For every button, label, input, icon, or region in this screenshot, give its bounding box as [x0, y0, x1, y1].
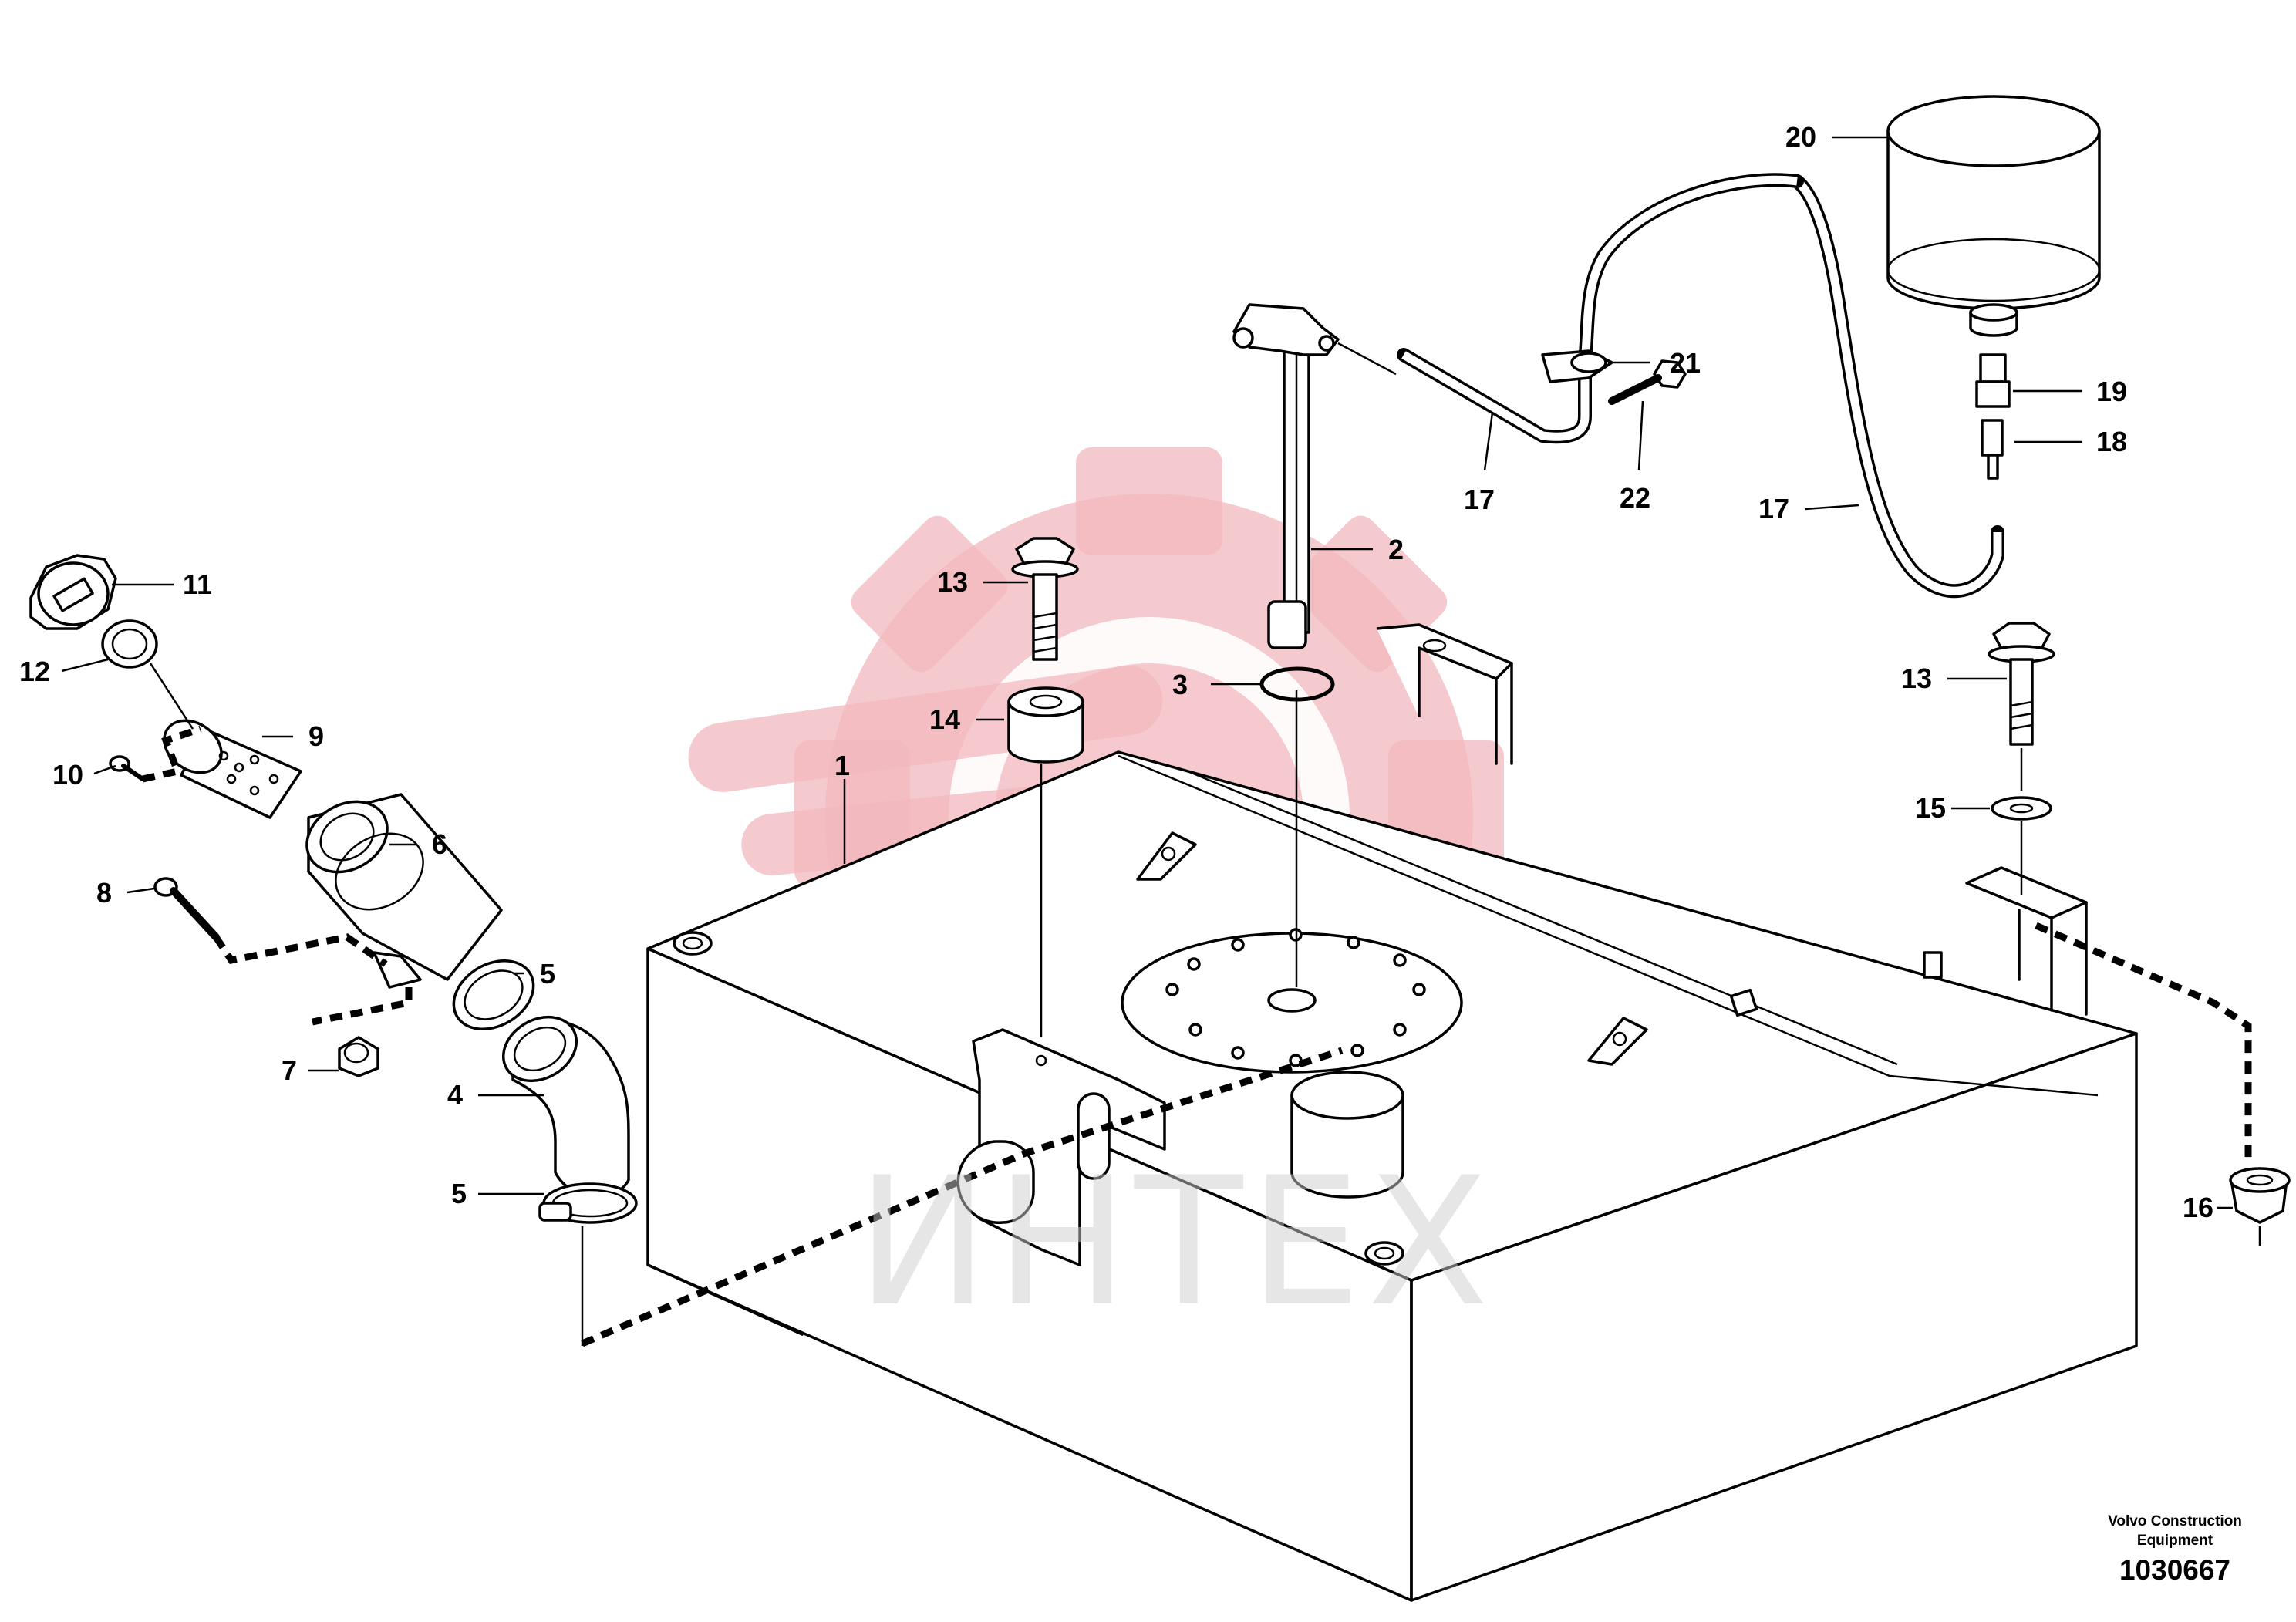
fuel-level-sender	[1232, 303, 1397, 987]
callout-13-right: 13	[1901, 663, 1932, 694]
breather-filter-assembly	[1397, 95, 2101, 599]
assembly-dash-lines	[142, 663, 2252, 1347]
callout-11: 11	[183, 568, 212, 600]
hose-clamp-and-bolt	[1541, 349, 1687, 405]
callout-17-middle: 17	[1464, 484, 1495, 515]
watermark-text: ИНТЕХ	[856, 1140, 1495, 1346]
bolt-and-spacer-left	[1007, 537, 1084, 1037]
callout-20: 20	[1785, 121, 1816, 153]
callout-2: 2	[1388, 534, 1404, 565]
callout-12: 12	[19, 656, 50, 687]
callout-7: 7	[282, 1054, 297, 1086]
callout-21: 21	[1670, 347, 1701, 379]
callout-3: 3	[1172, 669, 1188, 700]
callout-16: 16	[2183, 1192, 2213, 1223]
callout-6: 6	[432, 828, 447, 860]
callout-19: 19	[2096, 376, 2127, 407]
callout-15: 15	[1915, 792, 1946, 824]
bolt-washer-nut-right	[1988, 622, 2291, 1246]
callout-22: 22	[1620, 482, 1650, 514]
callout-17-right: 17	[1758, 493, 1789, 524]
callout-14: 14	[929, 703, 960, 735]
callout-labels: 1 2 3 4 5 5 6 7 8 9 10 11 12 13 13 14 15…	[19, 121, 2233, 1223]
callout-4: 4	[447, 1079, 463, 1111]
callout-10: 10	[52, 759, 83, 791]
callout-1: 1	[834, 750, 850, 781]
filler-neck-assembly	[29, 554, 638, 1224]
document-number: 1030667	[2119, 1554, 2230, 1586]
callout-5-upper: 5	[540, 958, 555, 990]
callout-18: 18	[2096, 426, 2127, 457]
credit-line-2: Equipment	[2137, 1533, 2213, 1549]
callout-5-lower: 5	[451, 1178, 467, 1209]
callout-8: 8	[96, 877, 112, 909]
credit-line-1: Volvo Construction	[2108, 1513, 2242, 1529]
callout-13-left: 13	[937, 566, 968, 598]
fuel-tank	[646, 623, 2138, 1602]
callout-9: 9	[308, 720, 324, 752]
